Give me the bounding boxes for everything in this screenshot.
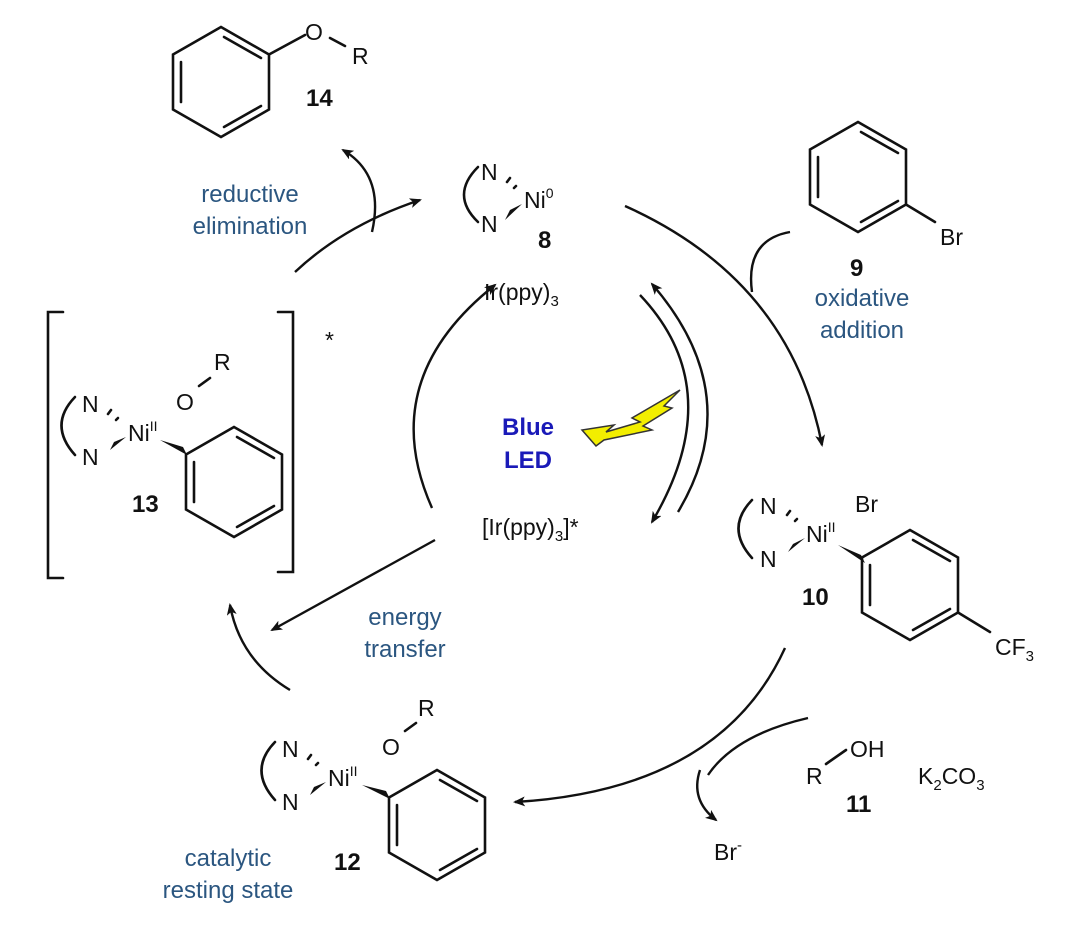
label-oxidative-addition: addition: [820, 317, 904, 344]
label-blue-led: LED: [504, 447, 552, 474]
label-energy-transfer: transfer: [364, 636, 445, 663]
excited-state-star: *: [325, 327, 334, 353]
label-resting-state: resting state: [163, 877, 294, 904]
label-reductive-elimination: elimination: [193, 213, 308, 240]
atom-n: N: [760, 493, 777, 519]
atom-n: N: [760, 546, 777, 572]
compound-number: 9: [850, 255, 863, 282]
atom-o: O: [305, 19, 323, 45]
metal-ni: NiII: [128, 418, 158, 446]
atom-n: N: [282, 736, 299, 762]
atom-r: R: [806, 763, 823, 789]
atom-br: Br: [855, 491, 878, 517]
label-oxidative-addition: oxidative: [815, 285, 910, 312]
base-k2co3: K2CO3: [918, 763, 985, 794]
atom-n: N: [82, 391, 99, 417]
compound-number: 8: [538, 227, 551, 254]
label-energy-transfer: energy: [368, 604, 441, 631]
compound-12: N N NiII O R 12: [260, 695, 487, 882]
outer-cycle-arrows: [226, 148, 825, 822]
atom-r: R: [214, 349, 231, 375]
compound-10: N N NiII Br CF3 10: [737, 491, 1034, 665]
compound-8: N N Ni0 8: [462, 159, 554, 254]
iridium-ground-state: Ir(ppy)3: [484, 279, 559, 310]
compound-9: Br 9: [808, 120, 963, 282]
metal-ni: NiII: [328, 763, 358, 791]
metal-ni: Ni0: [524, 185, 554, 213]
compound-13: * N N NiII O R 13: [46, 310, 334, 580]
iridium-excited-state: [Ir(ppy)3]*: [482, 514, 579, 545]
atom-n: N: [481, 211, 498, 237]
lightning-bolt-icon: [580, 389, 681, 448]
inner-cycle-arrows: [412, 282, 709, 524]
compound-number: 13: [132, 491, 159, 518]
atom-n: N: [282, 789, 299, 815]
atom-n: N: [481, 159, 498, 185]
metal-ni: NiII: [806, 519, 836, 547]
label-blue-led: Blue: [502, 414, 554, 441]
atom-o: O: [382, 734, 400, 760]
label-resting-state: catalytic: [185, 845, 272, 872]
atom-r: R: [418, 695, 435, 721]
group-cf3: CF3: [995, 634, 1034, 665]
atom-oh: OH: [850, 736, 885, 762]
compound-number: 12: [334, 849, 361, 876]
compound-number: 14: [306, 85, 333, 112]
compound-11: R OH 11: [806, 736, 885, 818]
atom-n: N: [82, 444, 99, 470]
atom-br: Br: [940, 224, 963, 250]
bromide-ion: Br-: [714, 837, 742, 865]
compound-number: 11: [846, 791, 871, 818]
atom-r: R: [352, 43, 369, 69]
atom-o: O: [176, 389, 194, 415]
label-reductive-elimination: reductive: [201, 181, 298, 208]
compound-number: 10: [802, 584, 829, 611]
compound-14: O R 14: [171, 19, 369, 139]
